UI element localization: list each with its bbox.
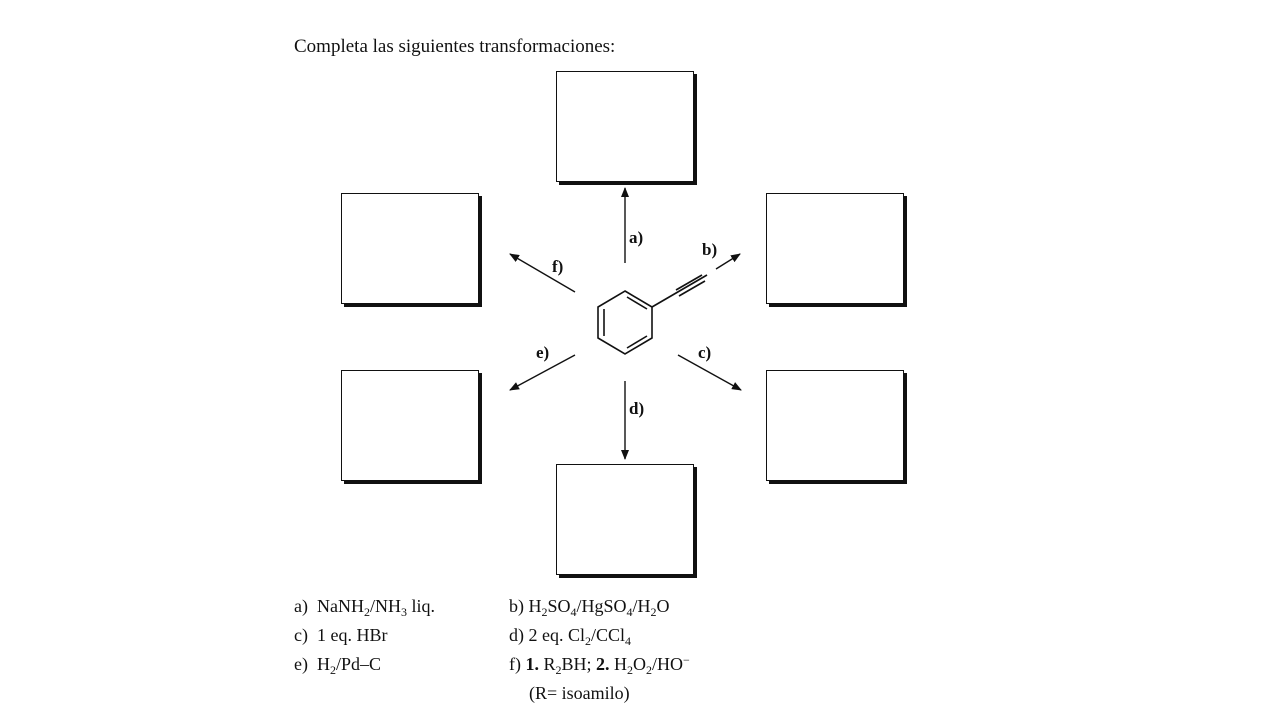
arrow-label-d: d): [629, 399, 644, 418]
arrow-label-f: f): [552, 257, 563, 276]
condition-label-b: b): [509, 596, 524, 616]
condition-text-c: 1 eq. HBr: [316, 625, 388, 645]
condition-text-e: H2/Pd–C: [316, 654, 382, 677]
condition-text-b: H2SO4/HgSO4/H2O: [528, 596, 670, 619]
phenylacetylene-molecule: [597, 274, 708, 355]
condition-label-a: a): [294, 596, 308, 616]
arrow-label-a: a): [629, 228, 643, 247]
ring-double-bond: [626, 296, 648, 310]
condition-f: f) 1. R2BH; 2. H2O2/HO−: [509, 653, 690, 677]
answer-box-a[interactable]: [556, 71, 694, 182]
arrow-c: [677, 354, 742, 391]
answer-box-c[interactable]: [766, 370, 904, 481]
condition-d: d) 2 eq. Cl2/CCl4: [509, 625, 632, 648]
condition-c: c) 1 eq. HBr: [294, 625, 387, 646]
answer-box-b[interactable]: [766, 193, 904, 304]
condition-f-note: (R= isoamilo): [529, 683, 630, 703]
answer-box-e[interactable]: [341, 370, 479, 481]
arrow-b: [715, 253, 741, 270]
arrow-f: [509, 253, 576, 293]
condition-label-c: c): [294, 625, 308, 645]
answer-box-f[interactable]: [341, 193, 479, 304]
condition-text-a: NaNH2/NH3 liq.: [316, 596, 435, 619]
triple-bond-line: [678, 280, 706, 297]
arrow-label-c: c): [698, 343, 711, 362]
page-title: Completa las siguientes transformaciones…: [294, 36, 616, 57]
condition-label-e: e): [294, 654, 308, 674]
condition-text-f: 1. R2BH; 2. H2O2/HO−: [525, 653, 690, 677]
triple-bond-line: [675, 274, 703, 291]
ring-double-bond: [626, 335, 648, 349]
triple-bond-line: [651, 274, 708, 308]
condition-label-f: f): [509, 654, 521, 674]
condition-b: b) H2SO4/HgSO4/H2O: [509, 596, 670, 619]
condition-label-d: d): [509, 625, 524, 645]
arrow-label-e: e): [536, 343, 549, 362]
arrow-label-b: b): [702, 240, 717, 259]
condition-text-d: 2 eq. Cl2/CCl4: [528, 625, 632, 648]
benzene-ring: [597, 290, 653, 355]
answer-box-d[interactable]: [556, 464, 694, 575]
arrow-e: [509, 354, 576, 391]
condition-e: e) H2/Pd–C: [294, 654, 382, 677]
condition-a: a) NaNH2/NH3 liq.: [294, 596, 435, 619]
